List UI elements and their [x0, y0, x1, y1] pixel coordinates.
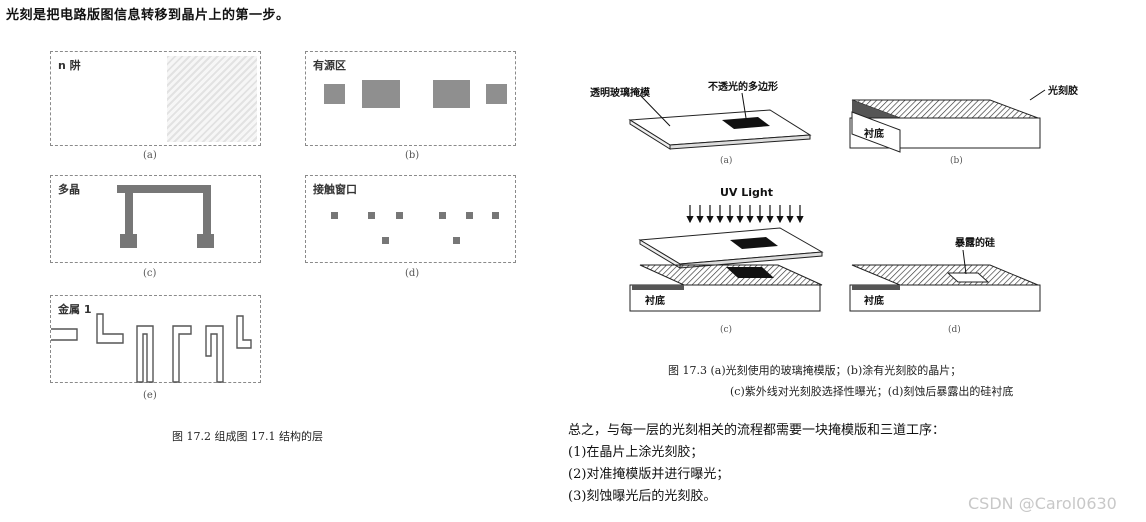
- sub-label-b: (b): [950, 156, 963, 166]
- contact-cut: [492, 212, 499, 219]
- page-heading: 光刻是把电路版图信息转移到晶片上的第一步。: [6, 8, 290, 23]
- panel-active-area: 有源区: [305, 51, 516, 146]
- figure-caption-line-1: 图 17.3 (a)光刻使用的玻璃掩模版；(b)涂有光刻胶的晶片；: [668, 364, 962, 377]
- label-glass-mask: 透明玻璃掩模: [590, 88, 650, 99]
- wafer-after-etch: [849, 249, 1041, 312]
- summary-block: 总之，与每一层的光刻相关的流程都需要一块掩模版和三道工序： (1)在晶片上涂光刻…: [568, 420, 945, 508]
- poly-line: [125, 193, 133, 239]
- mask-illustration: [628, 92, 812, 150]
- poly-pad: [120, 234, 137, 248]
- panel-label: 有源区: [313, 59, 346, 72]
- poly-line: [203, 193, 211, 239]
- contact-cut: [331, 212, 338, 219]
- watermark: CSDN @Carol0630: [968, 494, 1117, 513]
- contact-cut: [396, 212, 403, 219]
- panel-label: n 阱: [58, 59, 81, 72]
- sub-label-a: (a): [720, 156, 733, 166]
- contact-cut: [382, 237, 389, 244]
- poly-pad: [197, 234, 214, 248]
- panel-label: 金属 1: [58, 303, 92, 316]
- metal-1-traces: [51, 313, 252, 383]
- sub-label-c: (c): [720, 325, 733, 335]
- panel-metal-1: 金属 1: [50, 295, 261, 383]
- contact-cut: [368, 212, 375, 219]
- active-region: [433, 80, 470, 108]
- summary-intro: 总之，与每一层的光刻相关的流程都需要一块掩模版和三道工序：: [568, 423, 946, 438]
- label-substrate: 衬底: [645, 296, 665, 307]
- summary-step: (1)在晶片上涂光刻胶；: [568, 445, 704, 460]
- panel-n-well: n 阱: [50, 51, 261, 146]
- label-substrate: 衬底: [864, 129, 884, 140]
- contact-cut: [453, 237, 460, 244]
- n-well-region: [167, 56, 257, 142]
- panel-label: 多晶: [58, 183, 80, 196]
- panel-poly: 多晶: [50, 175, 261, 263]
- label-substrate: 衬底: [864, 296, 884, 307]
- photolithography-diagram: [628, 89, 1046, 312]
- active-region: [362, 80, 400, 108]
- contact-cut: [439, 212, 446, 219]
- figure-caption-line-2: (c)紫外线对光刻胶选择性曝光；(d)刻蚀后暴露出的硅衬底: [730, 385, 1014, 398]
- contact-cut: [466, 212, 473, 219]
- panel-sub-label: (d): [405, 268, 420, 279]
- panel-label: 接触窗口: [313, 183, 357, 196]
- panel-sub-label: (b): [405, 150, 420, 161]
- poly-line: [117, 185, 211, 193]
- panel-sub-label: (e): [143, 390, 157, 401]
- label-photoresist: 光刻胶: [1048, 86, 1078, 97]
- panel-sub-label: (a): [143, 150, 157, 161]
- sub-label-d: (d): [948, 325, 961, 335]
- label-exposed-silicon: 暴露的硅: [955, 238, 995, 249]
- uv-exposure: [629, 205, 824, 312]
- wafer-photoresist: [849, 89, 1046, 153]
- figure-caption: 图 17.2 组成图 17.1 结构的层: [172, 430, 323, 443]
- summary-step: (3)刻蚀曝光后的光刻胶。: [568, 489, 717, 504]
- label-uv-light: UV Light: [720, 186, 774, 199]
- panel-contact: 接触窗口: [305, 175, 516, 263]
- panel-sub-label: (c): [143, 268, 157, 279]
- label-opaque-polygon: 不透光的多边形: [708, 82, 778, 93]
- active-region: [486, 84, 507, 104]
- active-region: [324, 84, 345, 104]
- summary-step: (2)对准掩模版并进行曝光；: [568, 467, 730, 482]
